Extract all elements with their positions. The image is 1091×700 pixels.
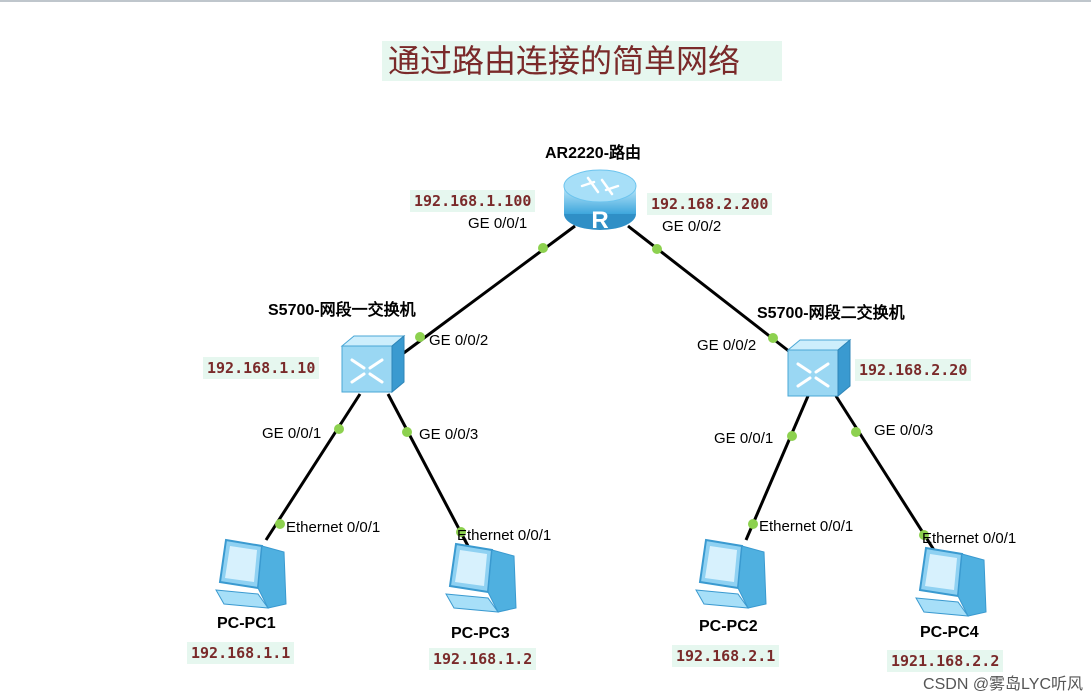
port-dot — [334, 424, 344, 434]
port-dot — [919, 530, 929, 540]
router-port-left: GE 0/0/1 — [468, 215, 528, 232]
top-border — [0, 0, 1091, 2]
router-name: AR2220-路由 — [545, 145, 642, 162]
pc3-name: PC-PC3 — [451, 625, 510, 642]
switch1-port-left: GE 0/0/1 — [262, 425, 322, 442]
pc4-ip: 1921.168.2.2 — [887, 650, 1004, 672]
pc4-name: PC-PC4 — [920, 624, 979, 641]
switch2-port-up: GE 0/0/2 — [697, 337, 757, 354]
port-dot — [275, 519, 285, 529]
link-switch1-pc1 — [264, 393, 362, 541]
svg-text:R: R — [591, 207, 608, 234]
switch2-ip: 192.168.2.20 — [855, 359, 972, 381]
router-port-right: GE 0/0/2 — [662, 218, 722, 235]
pc1-name: PC-PC1 — [217, 615, 276, 632]
port-dot — [402, 427, 412, 437]
pc3-port: Ethernet 0/0/1 — [457, 527, 552, 544]
diagram-title: 通过路由连接的简单网络 — [382, 41, 782, 81]
pc1-ip: 192.168.1.1 — [187, 642, 295, 664]
switch1-port-up: GE 0/0/2 — [429, 332, 489, 349]
port-dot — [456, 527, 466, 537]
router-icon[interactable]: R — [562, 168, 638, 234]
link-switch2-pc4 — [834, 395, 936, 551]
switch1-port-right: GE 0/0/3 — [419, 426, 479, 443]
pc4-port: Ethernet 0/0/1 — [922, 530, 1017, 547]
switch1-name: S5700-网段一交换机 — [268, 302, 416, 319]
switch1-icon[interactable] — [340, 334, 406, 394]
watermark: CSDN @雾岛LYC听风 — [923, 676, 1083, 693]
switch2-name: S5700-网段二交换机 — [757, 305, 905, 322]
link-router-switch2 — [627, 224, 791, 354]
router-ip-right: 192.168.2.200 — [647, 193, 773, 215]
pc3-icon[interactable] — [442, 542, 522, 616]
switch2-icon[interactable] — [786, 338, 852, 398]
pc3-ip: 192.168.1.2 — [429, 648, 537, 670]
pc4-icon[interactable] — [912, 546, 992, 620]
port-dot — [538, 243, 548, 253]
port-dot — [787, 431, 797, 441]
pc2-name: PC-PC2 — [699, 618, 758, 635]
router-ip-left: 192.168.1.100 — [410, 190, 536, 212]
pc1-port: Ethernet 0/0/1 — [286, 519, 381, 536]
pc2-port: Ethernet 0/0/1 — [759, 518, 854, 535]
link-switch2-pc2 — [744, 395, 810, 541]
pc1-icon[interactable] — [212, 538, 292, 612]
port-dot — [768, 333, 778, 343]
switch2-port-right: GE 0/0/3 — [874, 422, 934, 439]
switch1-ip: 192.168.1.10 — [203, 357, 320, 379]
port-dot — [748, 519, 758, 529]
link-switch1-pc3 — [386, 393, 470, 547]
port-dot — [652, 244, 662, 254]
switch2-port-left: GE 0/0/1 — [714, 430, 774, 447]
port-dot — [415, 332, 425, 342]
port-dot — [851, 427, 861, 437]
pc2-icon[interactable] — [692, 538, 772, 612]
pc2-ip: 192.168.2.1 — [672, 645, 780, 667]
